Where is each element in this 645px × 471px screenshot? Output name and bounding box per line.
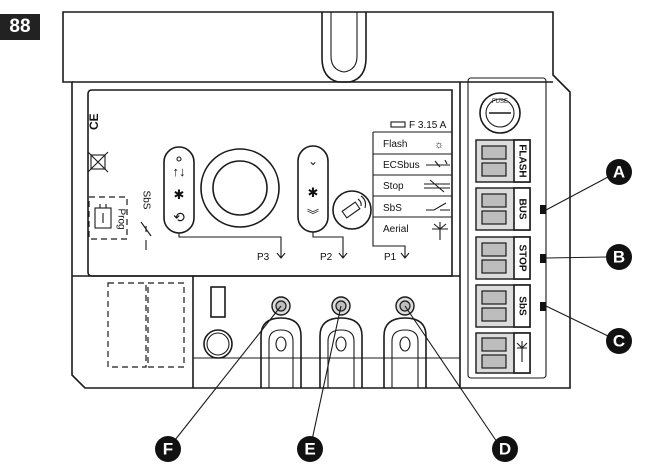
fuse-symbol-icon bbox=[390, 121, 406, 128]
p2-double-chevron-icon: ︾ bbox=[307, 208, 319, 222]
callout-a-leader bbox=[545, 176, 609, 211]
terminal-aerial-icon bbox=[516, 341, 528, 362]
knockout-left bbox=[107, 282, 147, 368]
prog-jumper bbox=[94, 207, 112, 229]
callout-b-leader bbox=[545, 256, 608, 259]
output-ecsbus: ECSbus bbox=[383, 160, 420, 171]
callout-c: C bbox=[606, 328, 632, 354]
stop-icon bbox=[424, 179, 450, 193]
fuse-cap-label: FUSE bbox=[492, 99, 508, 105]
button-p1[interactable] bbox=[383, 296, 427, 388]
figure-number-badge: 88 bbox=[0, 14, 40, 40]
terminal-stop: STOP bbox=[475, 236, 531, 280]
callout-e: E bbox=[297, 436, 323, 462]
callout-d-leader bbox=[404, 305, 498, 443]
aerial-icon bbox=[432, 222, 448, 240]
p1-remote-circle bbox=[332, 190, 372, 230]
fuse-rating: F 3.15 A bbox=[409, 120, 447, 131]
prog-jumper-pins bbox=[99, 204, 107, 223]
svg-text:D: D bbox=[499, 439, 511, 458]
connector-slot bbox=[210, 286, 226, 318]
sbs-switch-icon bbox=[140, 221, 152, 250]
top-notch-inner bbox=[330, 12, 358, 73]
sbs-icon bbox=[426, 202, 450, 211]
p3-leader bbox=[178, 233, 286, 259]
terminal-sbs: SbS bbox=[475, 284, 531, 328]
p3-rotate-icon: ⟲ bbox=[173, 209, 185, 225]
p3-arrows-icon: ↑↓ bbox=[173, 164, 186, 179]
p2-leader bbox=[312, 232, 348, 259]
button-label-p3: P3 bbox=[257, 252, 270, 263]
terminal-bus-label: BUS bbox=[516, 198, 527, 219]
terminal-flash-label: FLASH bbox=[516, 144, 527, 177]
cable-gland-inner bbox=[206, 332, 230, 356]
output-aerial: Aerial bbox=[383, 224, 409, 235]
svg-text:B: B bbox=[613, 247, 625, 266]
svg-text:E: E bbox=[304, 439, 315, 458]
fuse-holder bbox=[479, 92, 521, 134]
terminal-aerial bbox=[475, 332, 531, 374]
terminal-area-outline bbox=[459, 81, 553, 388]
svg-text:F: F bbox=[163, 439, 173, 458]
terminal-flash: FLASH bbox=[475, 139, 531, 183]
top-notch bbox=[321, 12, 367, 83]
prog-label: Prog bbox=[115, 208, 126, 229]
ecsbus-icon bbox=[426, 159, 450, 168]
led-bus bbox=[540, 205, 546, 214]
terminal-stop-label: STOP bbox=[516, 244, 527, 271]
svg-text:A: A bbox=[613, 162, 625, 181]
callout-a: A bbox=[606, 159, 632, 185]
p2-gear-icon: ✱ bbox=[308, 185, 319, 200]
ce-mark: CE bbox=[87, 113, 101, 130]
output-stop: Stop bbox=[383, 181, 404, 192]
p3-gear-icon: ✱ bbox=[174, 187, 185, 202]
callout-c-leader bbox=[545, 305, 609, 337]
callout-f-leader bbox=[174, 305, 282, 441]
button-label-p1: P1 bbox=[384, 252, 397, 263]
terminal-sbs-label: SbS bbox=[516, 296, 527, 316]
button-label-p2: P2 bbox=[320, 252, 333, 263]
central-dial-outer bbox=[200, 148, 280, 228]
p2-chevron-icon: ⌄ bbox=[308, 154, 318, 168]
fuse-cap bbox=[485, 98, 515, 128]
callout-d: D bbox=[492, 436, 518, 462]
svg-text:C: C bbox=[613, 331, 625, 350]
flash-lamp-icon: ☼ bbox=[434, 139, 444, 151]
p3-pill-dot bbox=[176, 156, 182, 162]
output-sbs: SbS bbox=[383, 203, 402, 214]
remote-control-icon bbox=[341, 201, 361, 219]
terminal-bus: BUS bbox=[475, 187, 531, 231]
sbs-side-label: SbS bbox=[140, 191, 151, 210]
p1-leader bbox=[372, 132, 410, 259]
led-stop bbox=[540, 254, 546, 263]
callout-e-leader bbox=[311, 305, 342, 441]
callout-b: B bbox=[606, 244, 632, 270]
knockout-right bbox=[147, 282, 185, 368]
terminal-strip bbox=[467, 77, 547, 379]
weee-bin-icon bbox=[87, 151, 109, 173]
cable-gland bbox=[203, 329, 233, 359]
output-flash: Flash bbox=[383, 139, 407, 150]
led-sbs bbox=[540, 302, 546, 311]
central-dial bbox=[212, 160, 268, 216]
callout-f: F bbox=[155, 436, 181, 462]
remote-signal-icon bbox=[357, 195, 367, 209]
button-p3[interactable] bbox=[260, 296, 302, 388]
